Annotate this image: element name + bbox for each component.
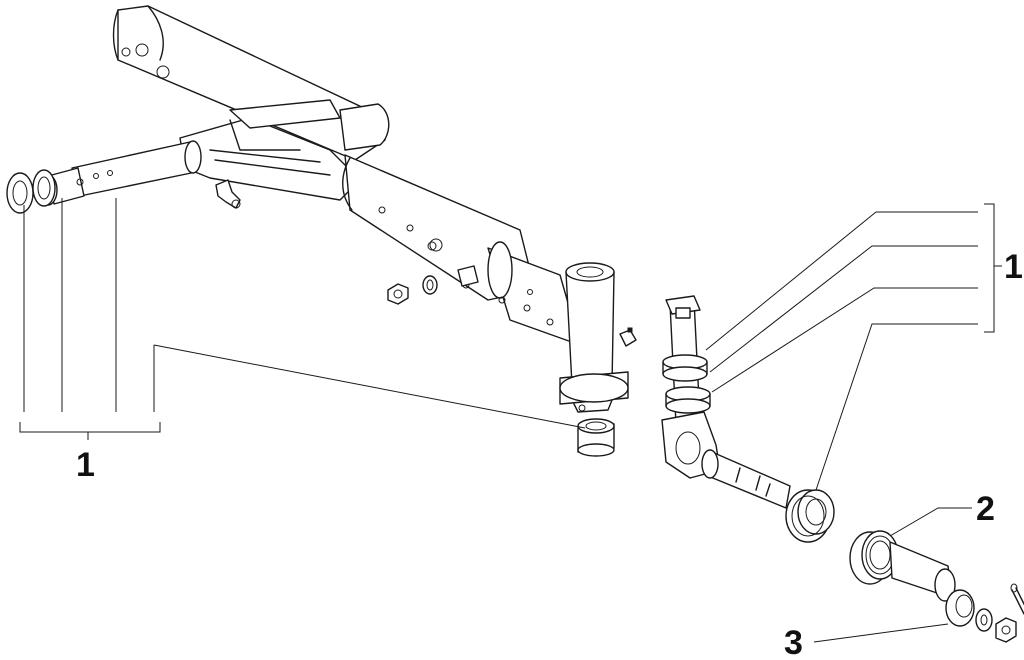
knuckle-spacer-ring-upper [662,354,708,382]
bolt [429,238,479,287]
washer [975,608,993,632]
callout-right-group: 1 [1004,248,1023,286]
hub-shaft [889,541,956,602]
housing-grease-nipple [619,327,637,347]
cotter-pin [1010,583,1024,615]
spring-washer [422,275,438,295]
thrust-washer [6,172,34,214]
wheel-bearing [849,530,899,585]
grease-nipple [215,179,241,209]
bushing-ring [32,169,56,207]
stub-axle-spindle [701,449,791,509]
hub-seal [785,489,835,543]
hex-nut [387,283,409,305]
axle-extension [342,154,581,346]
castle-nut [995,617,1017,643]
outer-bearing [945,589,975,627]
knuckle-spacer-ring-lower [665,386,711,414]
callout-bearing: 2 [976,490,995,528]
callout-nut-washer: 3 [784,624,803,660]
callout-left-group: 1 [76,446,95,484]
kingpin-housing [559,262,629,413]
leader-lines [19,198,1002,643]
kingpin-bushing [577,418,615,457]
axle-beam [112,5,390,161]
pivot-shaft [38,140,202,206]
